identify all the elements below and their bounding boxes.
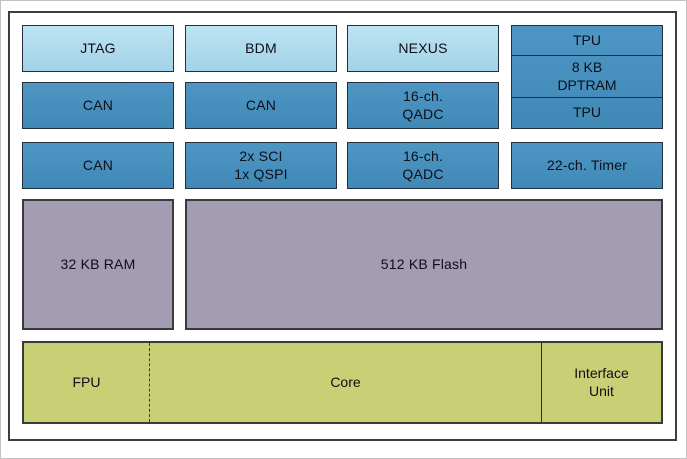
block-core: Core — [150, 343, 542, 422]
block-core-row: FPU Core Interface Unit — [22, 341, 663, 424]
block-timer: 22-ch. Timer — [511, 142, 663, 189]
block-bdm: BDM — [185, 25, 337, 72]
block-can-row2-a: CAN — [22, 82, 174, 129]
block-tpu-stack: TPU 8 KB DPTRAM TPU — [511, 25, 663, 129]
block-flash: 512 KB Flash — [185, 199, 663, 330]
block-tpu-bottom: TPU — [512, 97, 662, 128]
block-jtag: JTAG — [22, 25, 174, 72]
block-interface-unit: Interface Unit — [574, 365, 629, 399]
block-can-row2-b: CAN — [185, 82, 337, 129]
block-tpu-top: TPU — [573, 31, 601, 48]
block-sci-qspi: 2x SCI 1x QSPI — [185, 142, 337, 189]
block-qadc-row3: 16-ch. QADC — [347, 142, 499, 189]
block-fpu: FPU — [24, 343, 150, 422]
block-nexus: NEXUS — [347, 25, 499, 72]
block-ram: 32 KB RAM — [22, 199, 174, 330]
block-can-row3: CAN — [22, 142, 174, 189]
block-qadc-row2: 16-ch. QADC — [347, 82, 499, 129]
block-dptram: 8 KB DPTRAM — [512, 55, 662, 97]
